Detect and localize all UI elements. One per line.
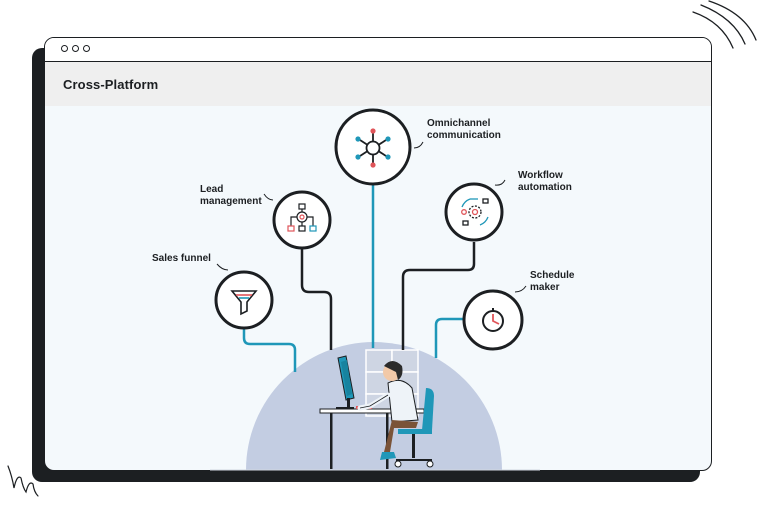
lead-management-label: Lead management xyxy=(200,184,262,207)
gear-cycle-icon xyxy=(461,198,489,226)
squiggle-decoration xyxy=(7,465,39,497)
sales-funnel-node[interactable] xyxy=(214,270,274,330)
page-title: Cross-Platform xyxy=(63,77,159,92)
schedule-maker-node[interactable] xyxy=(462,289,524,351)
signal-waves-decoration xyxy=(692,0,757,49)
sales-funnel-label: Sales funnel xyxy=(152,253,211,264)
person-at-desk xyxy=(357,361,419,460)
workflow-automation-label: Workflow automation xyxy=(518,170,572,193)
schedule-maker-label: Schedule maker xyxy=(530,270,575,293)
org-chart-icon xyxy=(287,203,317,232)
office-chair xyxy=(394,388,434,468)
connector-lines xyxy=(242,184,476,372)
window-titlebar xyxy=(45,38,711,62)
page-header: Cross-Platform xyxy=(45,62,711,106)
workflow-automation-node[interactable] xyxy=(444,182,504,242)
network-hub-icon xyxy=(355,128,391,168)
omnichannel-label: Omnichannel communication xyxy=(427,118,501,141)
window-control-dot[interactable] xyxy=(72,45,79,52)
stopwatch-icon xyxy=(482,308,504,332)
window-control-dot[interactable] xyxy=(61,45,68,52)
funnel-icon xyxy=(230,290,258,316)
omnichannel-node[interactable] xyxy=(334,108,412,186)
label-pointers xyxy=(216,141,527,293)
lead-management-node[interactable] xyxy=(272,190,332,250)
window-control-dot[interactable] xyxy=(83,45,90,52)
